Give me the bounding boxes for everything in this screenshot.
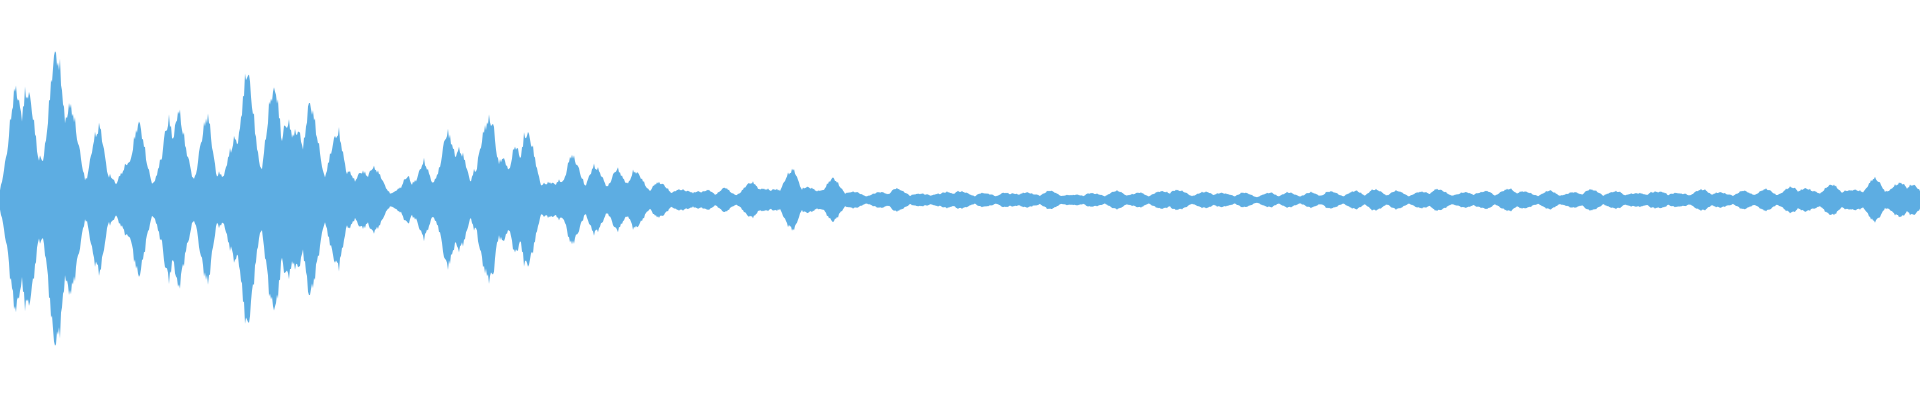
waveform-shape (0, 51, 1920, 346)
